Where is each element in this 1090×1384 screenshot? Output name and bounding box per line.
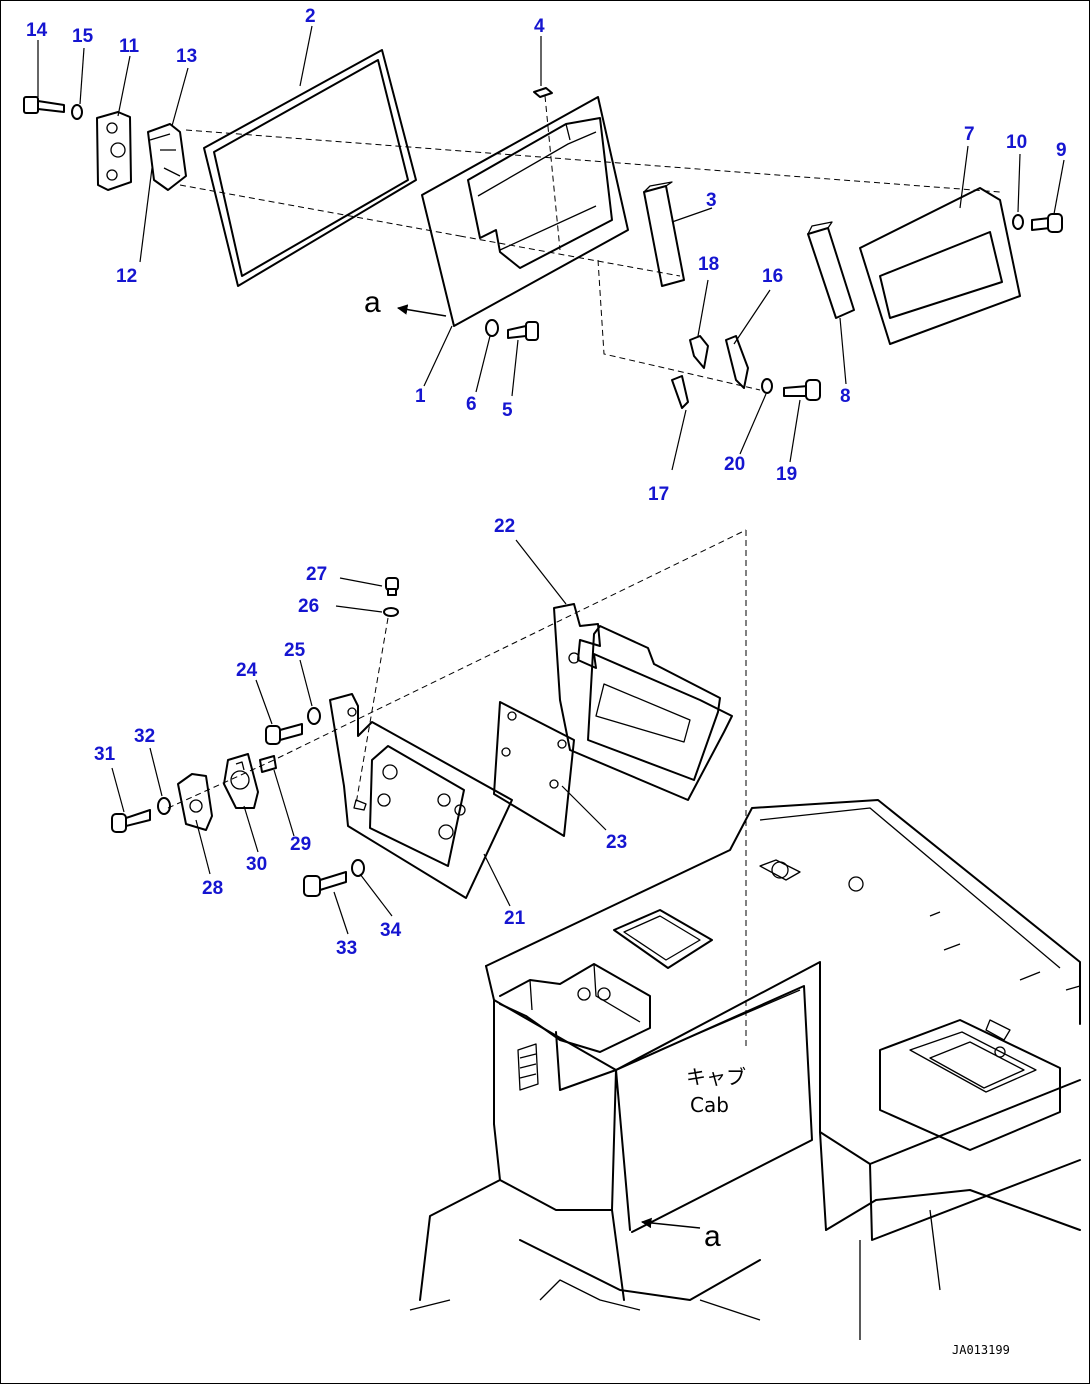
- clip-18: [689, 335, 709, 369]
- lock-30: [223, 753, 259, 809]
- washer-6: [485, 319, 499, 337]
- callout-15: 15: [72, 26, 94, 47]
- drawing-reference: JA013199: [952, 1343, 1010, 1357]
- callout-12: 12: [116, 266, 137, 287]
- callout-18: 18: [698, 254, 719, 275]
- callout-19: 19: [776, 464, 797, 485]
- callout-34: 34: [380, 920, 402, 941]
- bolt-24: [265, 723, 303, 745]
- plate-23: [493, 701, 575, 837]
- callouts: 1 2 3 4 5 6 7 8 9 10 11 12 13 14 15 16 1…: [26, 6, 1067, 959]
- callout-33: 33: [336, 938, 357, 959]
- bracket-13: [147, 123, 187, 191]
- washer-25: [307, 707, 321, 725]
- callout-27: 27: [306, 564, 327, 585]
- panel-1: [421, 96, 629, 327]
- callout-1: 1: [415, 386, 426, 407]
- callout-10: 10: [1006, 132, 1027, 153]
- clip-16: [725, 335, 749, 389]
- callout-16: 16: [762, 266, 783, 287]
- bolt-33: [303, 871, 347, 897]
- callout-7: 7: [964, 124, 975, 145]
- bolt-27: [385, 577, 399, 596]
- block-8: [807, 221, 855, 319]
- cover-7: [859, 187, 1021, 345]
- washer-32: [157, 797, 171, 815]
- cab-label-en: Cab: [690, 1093, 729, 1117]
- lock-11: [96, 111, 132, 191]
- callout-31: 31: [94, 744, 116, 765]
- gasket-frame-2: [203, 49, 417, 287]
- view-label-lower: a: [704, 1220, 721, 1253]
- callout-9: 9: [1056, 140, 1067, 161]
- bolt-19: [783, 379, 821, 401]
- callout-26: 26: [298, 596, 319, 617]
- leader-lines-lower: [111, 539, 607, 935]
- washer-20: [761, 378, 773, 394]
- callout-11: 11: [119, 36, 140, 57]
- nut-26: [383, 607, 399, 617]
- callout-3: 3: [706, 190, 717, 211]
- callout-25: 25: [284, 640, 306, 661]
- callout-8: 8: [840, 386, 851, 407]
- cab-label-jp: キャブ: [686, 1065, 746, 1089]
- view-arrow-a-upper: [396, 304, 447, 317]
- callout-14: 14: [26, 20, 48, 41]
- callout-2: 2: [305, 6, 316, 27]
- callout-13: 13: [176, 46, 197, 67]
- plate-29: [259, 755, 277, 773]
- callout-23: 23: [606, 832, 627, 853]
- washer-34: [351, 859, 365, 877]
- washer-15: [71, 104, 83, 120]
- callout-17: 17: [648, 484, 669, 505]
- foam-block-3: [643, 181, 685, 287]
- plate-21: [329, 693, 513, 899]
- view-arrow-a-lower: [640, 1217, 701, 1229]
- bolt-9: [1031, 213, 1063, 233]
- callout-6: 6: [466, 394, 477, 415]
- callout-21: 21: [504, 908, 526, 929]
- leader-lines-upper: [37, 25, 1065, 471]
- callout-22: 22: [494, 516, 515, 537]
- bolt-31: [111, 809, 151, 833]
- plate-28: [177, 773, 213, 831]
- callout-30: 30: [246, 854, 267, 875]
- bolt-5: [507, 321, 539, 341]
- washer-10: [1012, 214, 1024, 230]
- callout-5: 5: [502, 400, 513, 421]
- callout-32: 32: [134, 726, 155, 747]
- cab-structure: [409, 799, 1081, 1340]
- plate-4: [533, 87, 553, 98]
- callout-24: 24: [236, 660, 258, 681]
- callout-20: 20: [724, 454, 745, 475]
- callout-28: 28: [202, 878, 223, 899]
- bolt-14: [23, 96, 65, 114]
- callout-4: 4: [534, 16, 545, 37]
- clip-17: [671, 375, 689, 409]
- panel-22: [553, 603, 733, 801]
- view-label-upper: a: [364, 286, 381, 319]
- callout-29: 29: [290, 834, 311, 855]
